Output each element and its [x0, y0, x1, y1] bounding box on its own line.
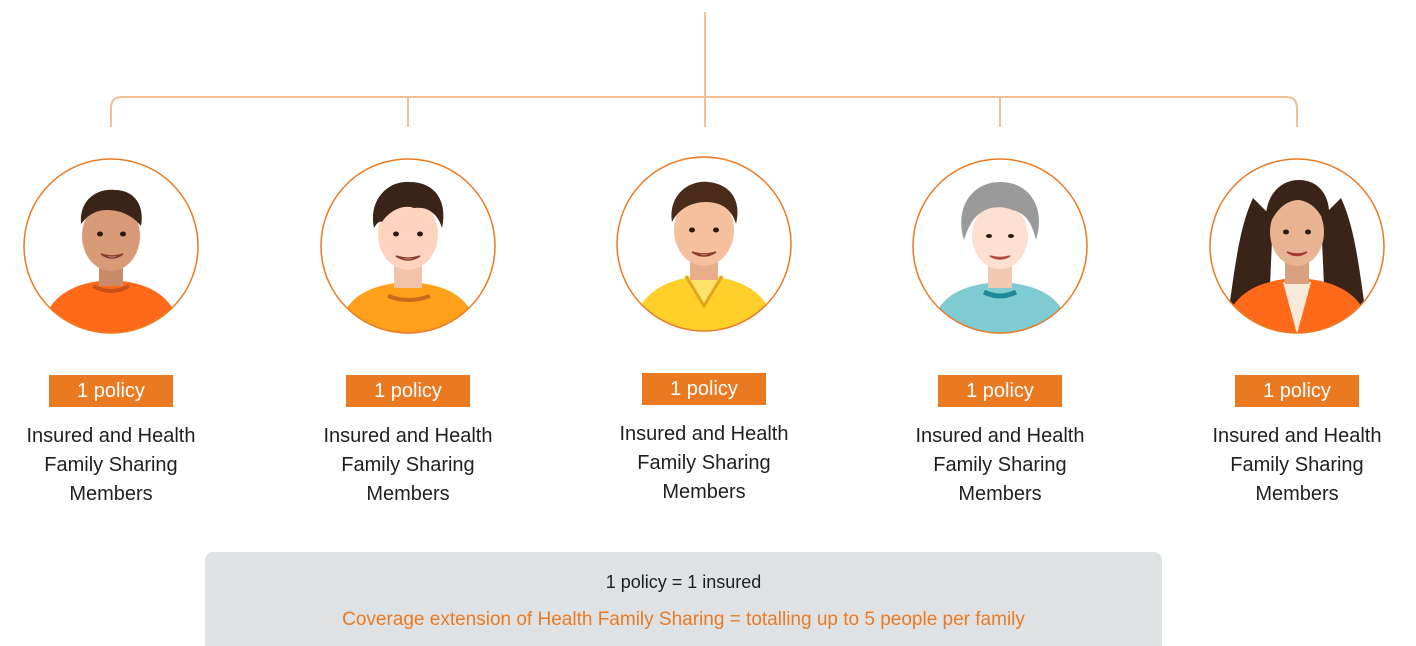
policy-badge: 1 policy: [49, 375, 173, 407]
member-description: Insured and Health Family Sharing Member…: [584, 420, 824, 507]
member-description: Insured and Health Family Sharing Member…: [288, 422, 528, 509]
member-description-line: Members: [69, 483, 153, 505]
member-description-line: Insured and Health: [323, 425, 493, 447]
policy-badge: 1 policy: [1235, 375, 1359, 407]
member-description: Insured and Health Family Sharing Member…: [0, 422, 231, 509]
summary-box: 1 policy = 1 insured Coverage extension …: [205, 552, 1162, 646]
member-description-line: Family Sharing: [637, 452, 771, 474]
member-description-line: Family Sharing: [341, 454, 475, 476]
member-description-line: Members: [662, 481, 746, 503]
woman-orange-blazer-icon: [1209, 158, 1385, 334]
policy-badge: 1 policy: [642, 373, 766, 405]
young-man-orange-shirt-icon: [23, 158, 199, 334]
man-yellow-shirt-icon: [616, 156, 792, 332]
member-description-line: Insured and Health: [619, 423, 789, 445]
member-description-line: Family Sharing: [933, 454, 1067, 476]
member-description-line: Family Sharing: [44, 454, 178, 476]
member-description-line: Members: [958, 483, 1042, 505]
connector-branch: [110, 96, 1298, 127]
member-description-line: Insured and Health: [26, 425, 196, 447]
member-description-line: Insured and Health: [915, 425, 1085, 447]
summary-coverage-note: Coverage extension of Health Family Shar…: [342, 609, 1025, 630]
member-description-line: Members: [366, 483, 450, 505]
policy-badge: 1 policy: [938, 375, 1062, 407]
grandmother-blue-shirt-icon: [912, 158, 1088, 334]
policy-badge: 1 policy: [346, 375, 470, 407]
member-description-line: Insured and Health: [1212, 425, 1382, 447]
member-description-line: Family Sharing: [1230, 454, 1364, 476]
member-description: Insured and Health Family Sharing Member…: [880, 422, 1120, 509]
summary-policy-rule: 1 policy = 1 insured: [605, 572, 762, 592]
member-description: Insured and Health Family Sharing Member…: [1177, 422, 1416, 509]
teen-boy-amber-shirt-icon: [320, 158, 496, 334]
member-description-line: Members: [1255, 483, 1339, 505]
